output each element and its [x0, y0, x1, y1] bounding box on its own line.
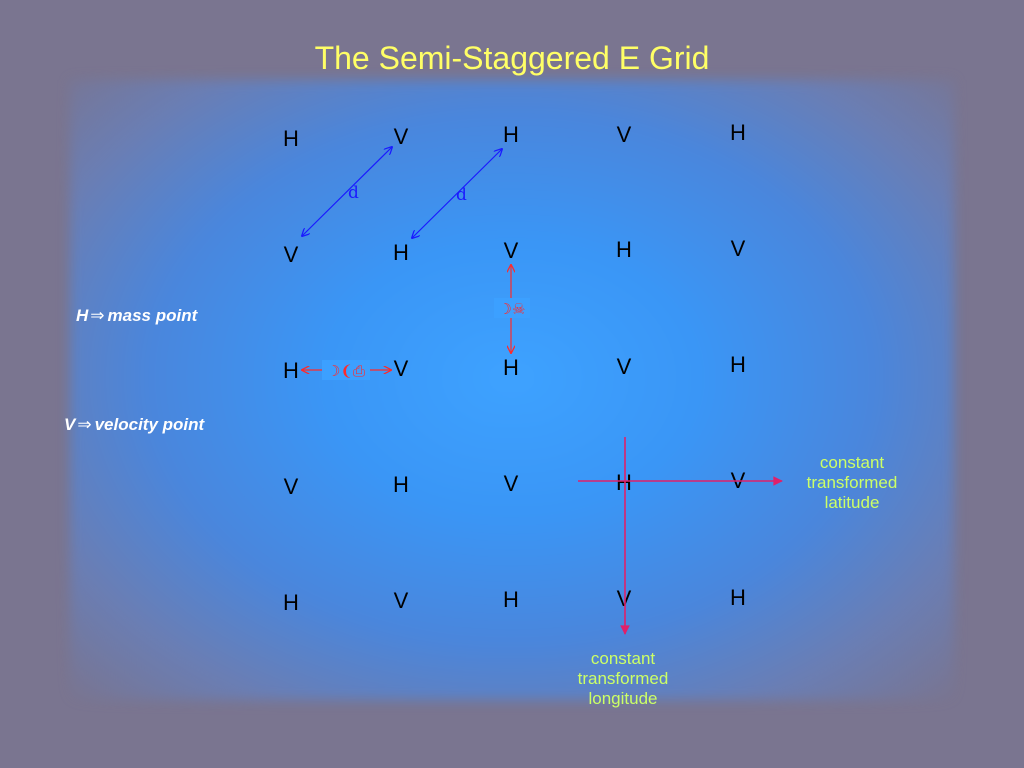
grid-point: H	[283, 590, 299, 615]
vertical-spacing-symbol: ☽☠	[499, 300, 526, 318]
grid-point: V	[503, 238, 519, 263]
grid-point: H	[503, 355, 519, 380]
grid-point: V	[393, 124, 409, 149]
grid-point: V	[616, 586, 632, 611]
grid-point: H	[730, 585, 746, 610]
grid-point: V	[503, 471, 519, 496]
legend-h-text: mass point	[107, 306, 198, 325]
longitude-axis-label: constant transformed longitude	[563, 649, 683, 709]
implies-icon: ⇒	[90, 306, 105, 325]
label-line: constant	[819, 453, 885, 472]
horizontal-spacing-symbol: ☽❨⎙	[327, 362, 365, 380]
grid-point: V	[283, 474, 299, 499]
legend-v-text: velocity point	[94, 415, 205, 434]
grid-point: H	[730, 352, 746, 377]
symbol-backing	[494, 298, 530, 318]
grid-point: V	[393, 356, 409, 381]
grid-point: H	[616, 237, 632, 262]
grid-point: H	[393, 472, 409, 497]
distance-arrow	[302, 147, 392, 236]
legend-mass-point: H⇒mass point	[76, 306, 197, 326]
label-line: transformed	[806, 473, 898, 492]
grid-point: H	[393, 240, 409, 265]
latitude-axis-label: constant transformed latitude	[792, 453, 912, 513]
grid-point: V	[616, 354, 632, 379]
grid-point: H	[283, 358, 299, 383]
grid-point: H	[283, 126, 299, 151]
background-glow	[70, 80, 954, 700]
grid-point: H	[730, 120, 746, 145]
legend-velocity-point: V⇒velocity point	[64, 415, 204, 435]
label-line: transformed	[577, 669, 669, 688]
grid-point: H	[616, 470, 632, 495]
slide-title: The Semi-Staggered E Grid	[314, 40, 710, 76]
grid-point: H	[503, 587, 519, 612]
distance-label: d	[456, 185, 467, 205]
distance-arrow	[412, 149, 502, 238]
distance-label: d	[348, 183, 359, 203]
label-line: longitude	[588, 689, 658, 708]
grid-point: V	[616, 122, 632, 147]
grid-point: V	[283, 242, 299, 267]
grid-point: V	[730, 236, 746, 261]
grid-point: H	[503, 122, 519, 147]
label-line: latitude	[824, 493, 880, 512]
legend-v-symbol: V	[64, 415, 76, 434]
legend-h-symbol: H	[76, 306, 89, 325]
grid-point: V	[393, 588, 409, 613]
label-line: constant	[590, 649, 656, 668]
implies-icon: ⇒	[77, 415, 92, 434]
symbol-backing	[322, 360, 370, 380]
